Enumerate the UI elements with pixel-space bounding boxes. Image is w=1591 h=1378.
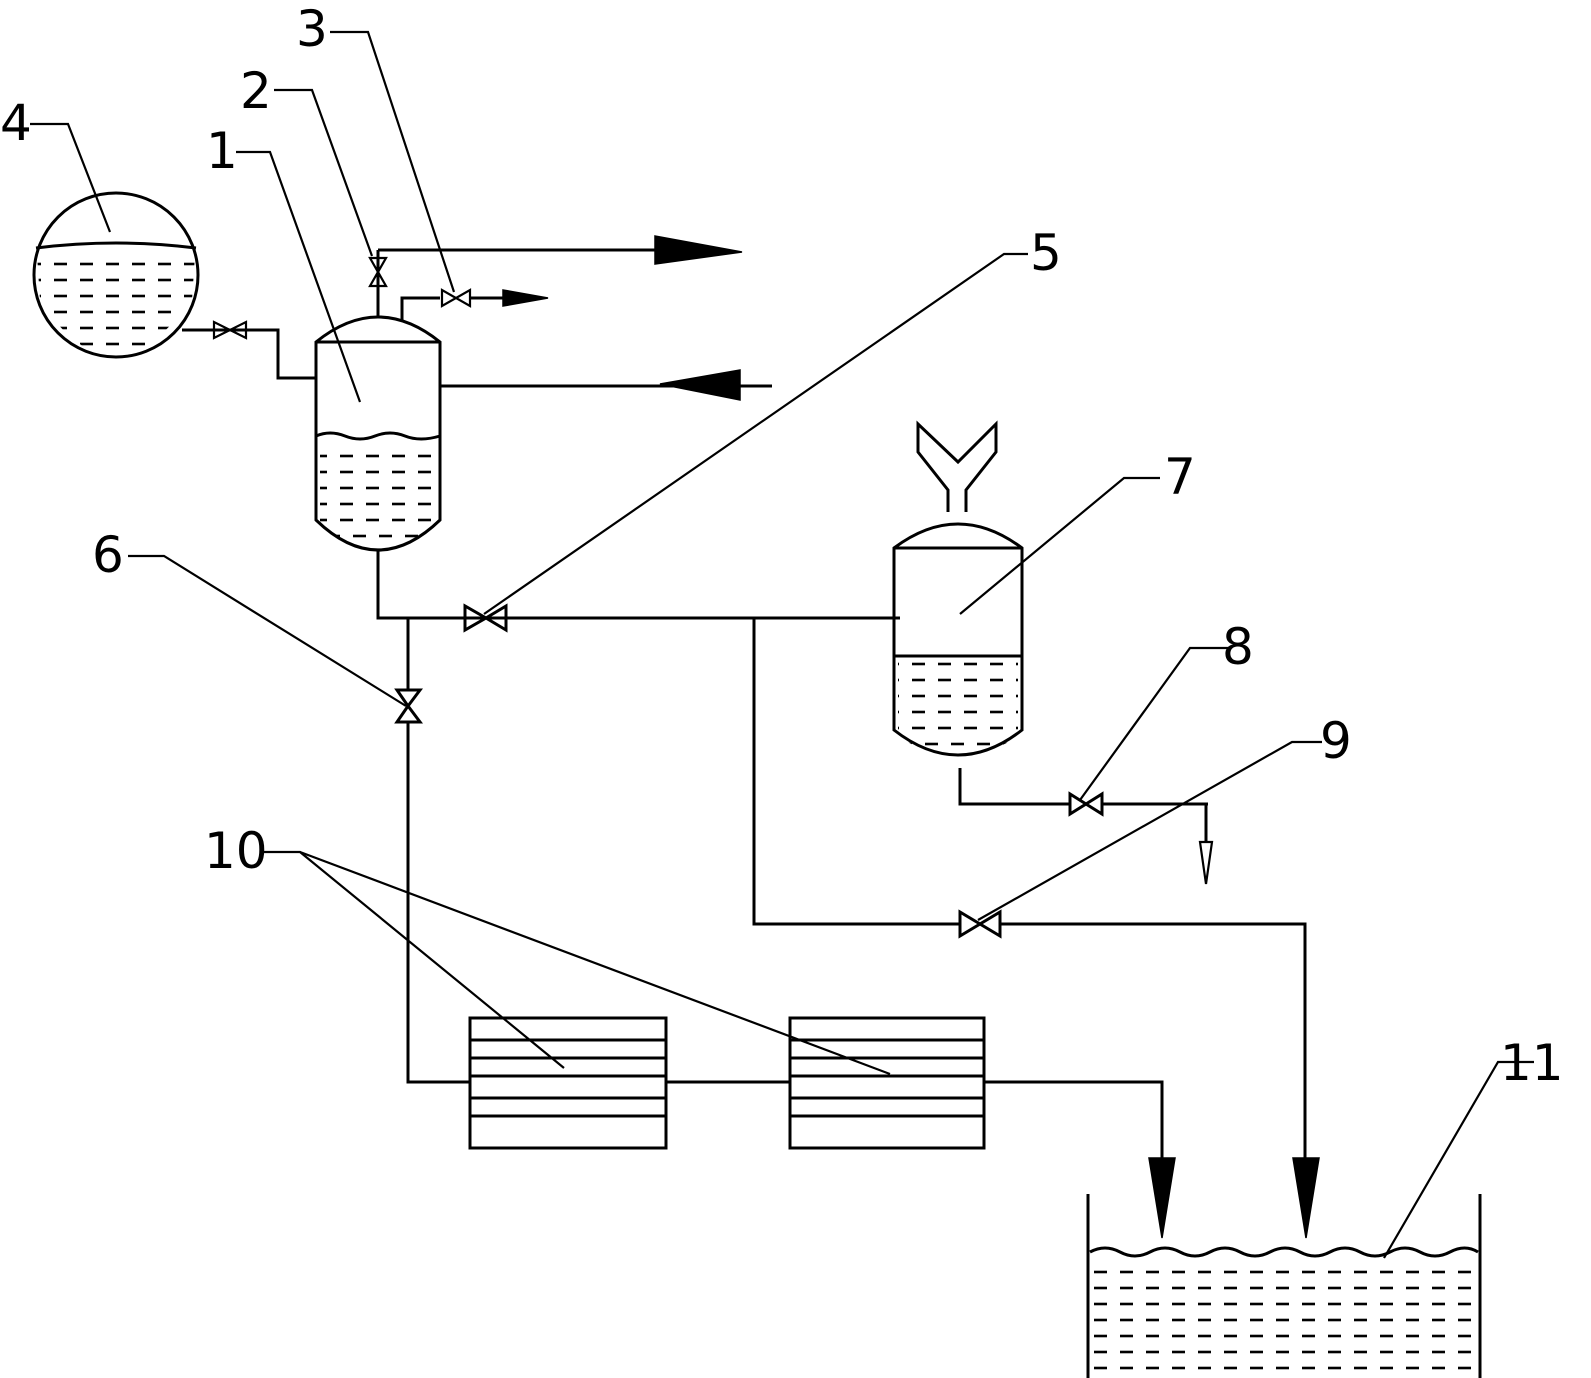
label-7: 7 [1164, 448, 1196, 506]
label-3: 3 [296, 0, 328, 58]
side-inlet-reactor1 [440, 369, 772, 401]
spherical-tank-4 [32, 191, 200, 359]
top-outlet-valve-2 [368, 235, 743, 318]
label-6: 6 [92, 526, 124, 584]
label-9: 9 [1320, 712, 1352, 770]
collection-tank-11 [1086, 1194, 1482, 1378]
leader-lines [30, 30, 1534, 1259]
filter-unit-10b [788, 1016, 986, 1150]
label-1: 1 [206, 122, 238, 180]
valve-8-icon [1068, 791, 1104, 817]
vessel-7 [892, 420, 1024, 757]
main-header-pipe [376, 550, 900, 1084]
label-4: 4 [0, 94, 32, 152]
vessel7-outlet-valve-8 [958, 768, 1214, 885]
label-2: 2 [240, 62, 272, 120]
label-11: 11 [1500, 1034, 1564, 1092]
valve-9-icon [958, 909, 1002, 939]
reactor-1 [314, 315, 442, 552]
valve-tank4-icon [212, 320, 248, 340]
filter-outlet-pipe [984, 1080, 1176, 1239]
filter-unit-10a [468, 1016, 668, 1150]
label-10: 10 [204, 822, 268, 880]
valve-6-icon [394, 688, 423, 724]
pipe-tank4-to-reactor1 [182, 320, 316, 380]
valve-5-icon [463, 603, 508, 633]
branch-to-valve-9 [752, 618, 1320, 1239]
label-5: 5 [1030, 224, 1062, 282]
top-outlet-valve-3 [400, 288, 549, 322]
label-8: 8 [1222, 618, 1254, 676]
